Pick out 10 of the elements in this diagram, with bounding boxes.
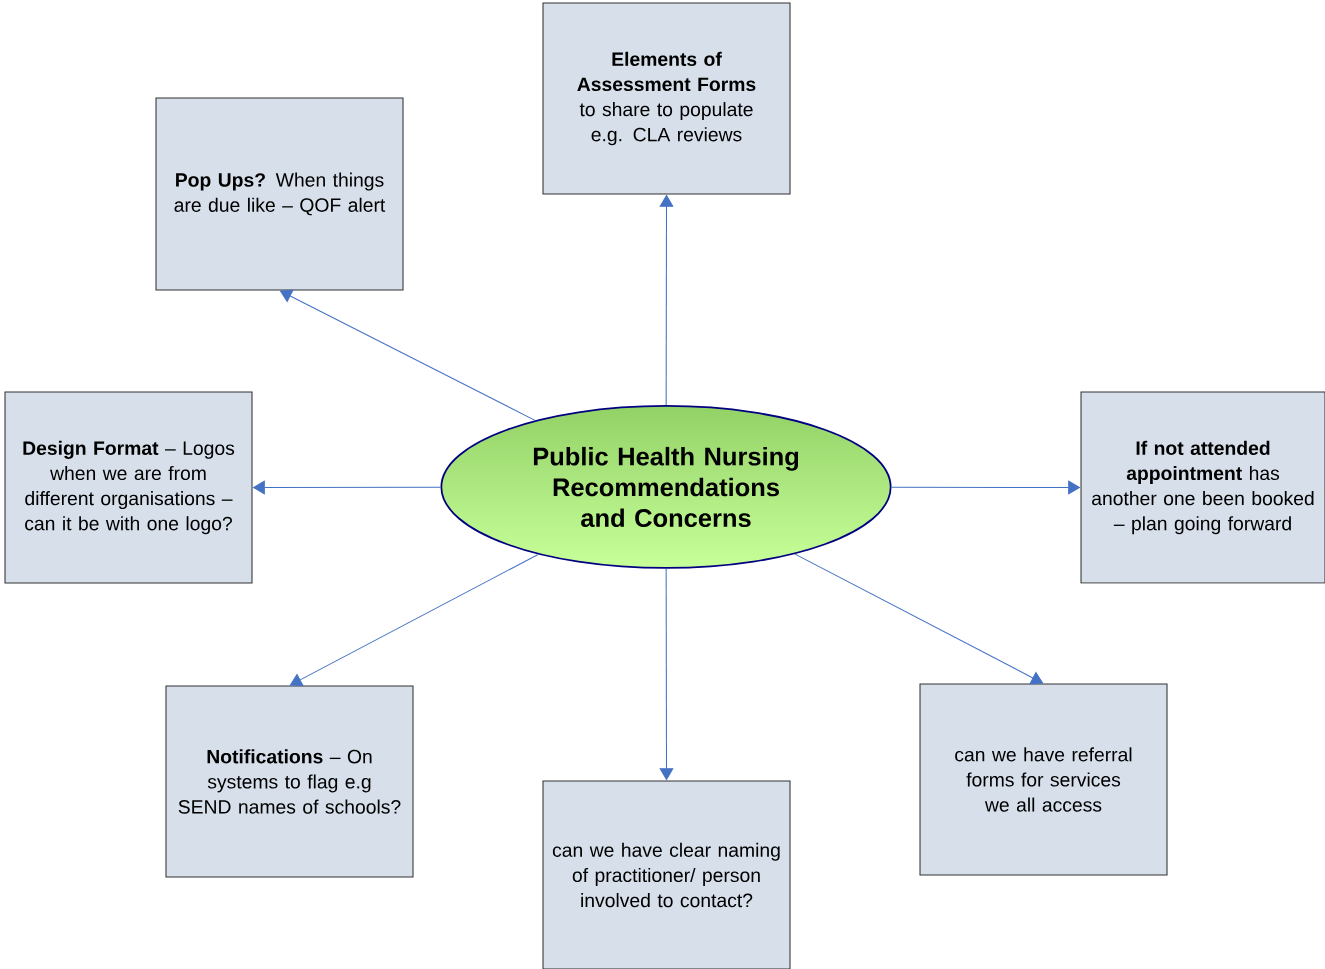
arrow xyxy=(794,553,1044,685)
topic-box: If not attended appointment has another one been booked – plan going forward xyxy=(1080,391,1325,584)
topic-box: Pop Ups? When things are due like – QOF alert xyxy=(155,97,404,291)
topic-box: Notifications – On systems to flag e.g SEND names of schools? xyxy=(165,685,414,878)
topic-box: Elements of Assessment Forms to share to populate e.g. CLA reviews xyxy=(542,2,791,195)
topic-box: Design Format – Logos when we are from different organisations – can it be with one logo? xyxy=(4,391,253,584)
arrow xyxy=(279,289,536,421)
topic-box: can we have referral forms for services we all access xyxy=(919,683,1168,876)
topic-box: can we have clear naming of practitioner/ person involved to contact? xyxy=(542,780,791,969)
arrow xyxy=(289,553,539,687)
